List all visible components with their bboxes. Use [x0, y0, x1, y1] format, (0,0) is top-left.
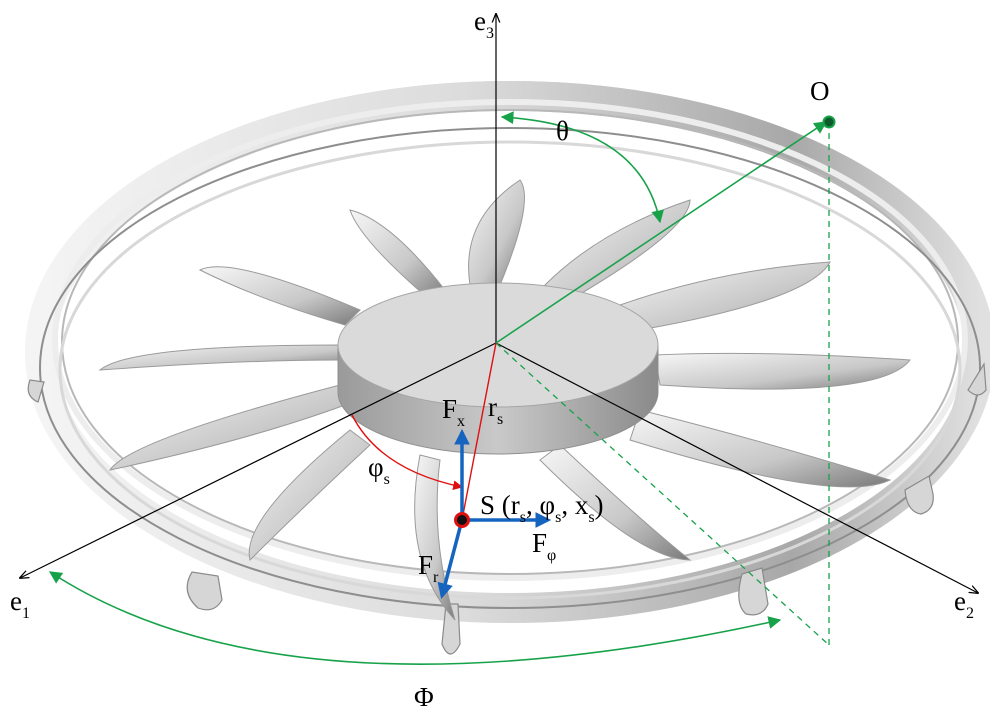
theta-arc [500, 111, 664, 224]
fan-model [25, 81, 990, 655]
label-Fx: Fx [442, 394, 465, 430]
Fr-vector [437, 519, 464, 600]
axis-e2 [495, 342, 978, 593]
label-e2: e2 [954, 586, 974, 622]
Phi-arc [48, 571, 782, 665]
label-phis: φs [368, 452, 390, 488]
labels: e3 e1 e2 O θ Φ rs φs Fx Fr Fφ S (rs, φs,… [10, 6, 974, 712]
observer-point-O [822, 115, 836, 129]
label-Fphi: Fφ [532, 528, 556, 564]
blades [98, 179, 911, 621]
label-theta: θ [556, 116, 569, 146]
label-Fr: Fr [418, 550, 439, 586]
label-Phi: Φ [414, 682, 434, 712]
label-e1: e1 [10, 586, 30, 622]
source-geometry [351, 342, 497, 521]
axis-e1 [20, 342, 497, 578]
source-point-S [454, 512, 470, 528]
label-O: O [810, 76, 830, 106]
phis-arc [351, 414, 463, 491]
observer-ray [495, 121, 828, 344]
label-S: S (rs, φs, xs) [480, 490, 604, 526]
label-rs: rs [488, 392, 503, 428]
force-vectors [437, 428, 552, 600]
hub [337, 282, 659, 455]
source-radius-line [461, 342, 497, 521]
observer-geometry [48, 111, 836, 665]
coordinate-axes [20, 14, 978, 593]
label-e3: e3 [474, 6, 494, 42]
